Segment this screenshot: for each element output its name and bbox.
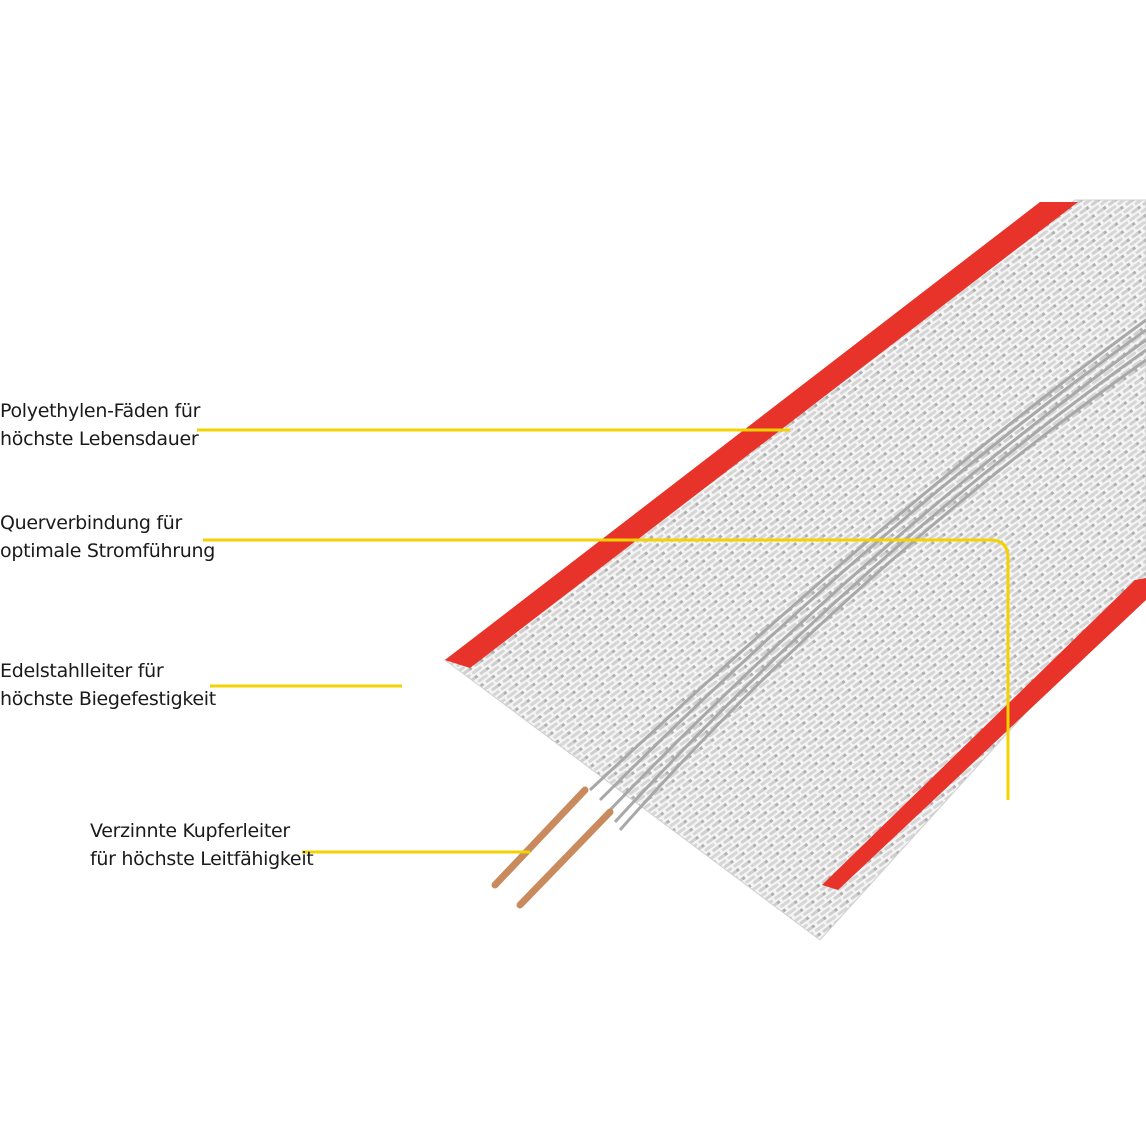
label-cross-connection: Querverbindung für optimale Stromführung: [0, 509, 215, 565]
stainless-conductors: [588, 318, 1146, 831]
copper-conductors: [491, 786, 614, 909]
stripe-right: [822, 578, 1146, 890]
label-copper: Verzinnte Kupferleiter für höchste Leitf…: [90, 817, 314, 873]
label-stainless-steel: Edelstahlleiter für höchste Biegefestigk…: [0, 657, 216, 713]
stripe-left: [445, 202, 1078, 668]
label-line: höchste Biegefestigkeit: [0, 688, 216, 710]
label-line: höchste Lebensdauer: [0, 428, 199, 450]
label-line: optimale Stromführung: [0, 540, 216, 562]
label-line: Polyethylen-Fäden für: [0, 400, 201, 422]
label-line: Edelstahlleiter für: [0, 660, 164, 682]
leader-lines: [197, 428, 1010, 854]
label-polyethylene: Polyethylen-Fäden für höchste Lebensdaue…: [0, 397, 200, 453]
label-line: Querverbindung für: [0, 512, 183, 534]
label-line: für höchste Leitfähigkeit: [90, 848, 314, 870]
label-line: Verzinnte Kupferleiter: [90, 820, 290, 842]
leader-line-2: [203, 538, 1010, 800]
